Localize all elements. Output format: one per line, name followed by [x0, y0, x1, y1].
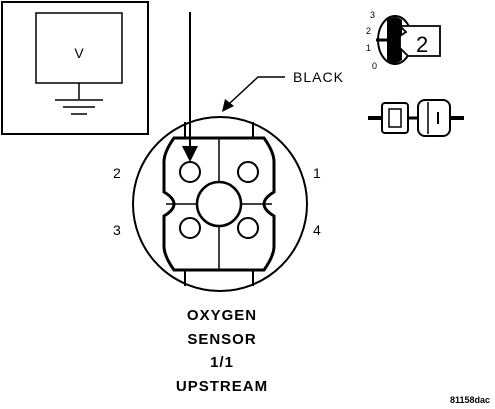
ignition-key-icon	[397, 25, 441, 57]
ignition-switch-icon: 3 2 1 0 2	[366, 10, 441, 71]
switch-selected-position: 2	[416, 32, 428, 57]
caption-line-3: 1/1	[210, 354, 234, 371]
pin-label-1: 1	[313, 165, 321, 181]
voltmeter: V	[1, 1, 149, 135]
pin-4-cavity	[237, 217, 259, 239]
pin-label-4: 4	[313, 222, 321, 238]
switch-pos-1: 1	[366, 43, 371, 53]
pin-label-2: 2	[113, 165, 121, 181]
voltmeter-outer-frame	[1, 1, 149, 135]
pin-3-cavity	[179, 217, 201, 239]
switch-pos-3: 3	[370, 10, 375, 20]
wire-color-label: BLACK	[293, 69, 344, 85]
sensor-connector-face	[132, 116, 308, 292]
caption-line-1: OXYGEN	[187, 307, 257, 324]
ground-icon	[55, 83, 103, 115]
pin-2-cavity	[179, 161, 201, 183]
figure-code: 81158dac	[450, 395, 490, 405]
pin-label-3: 3	[113, 222, 121, 238]
test-probe-arrow	[182, 12, 198, 162]
wire-leader-line	[222, 76, 285, 112]
connector-icon	[368, 99, 464, 137]
voltmeter-symbol: V	[74, 45, 84, 61]
pin-1-cavity	[237, 161, 259, 183]
switch-pos-2: 2	[366, 26, 371, 36]
connector-outer-ring	[132, 116, 308, 292]
caption-line-4: UPSTREAM	[176, 378, 268, 395]
connector-inner-body	[162, 136, 276, 272]
caption-line-2: SENSOR	[187, 331, 256, 348]
switch-pos-0: 0	[372, 61, 377, 71]
connector-center-post	[195, 180, 243, 228]
